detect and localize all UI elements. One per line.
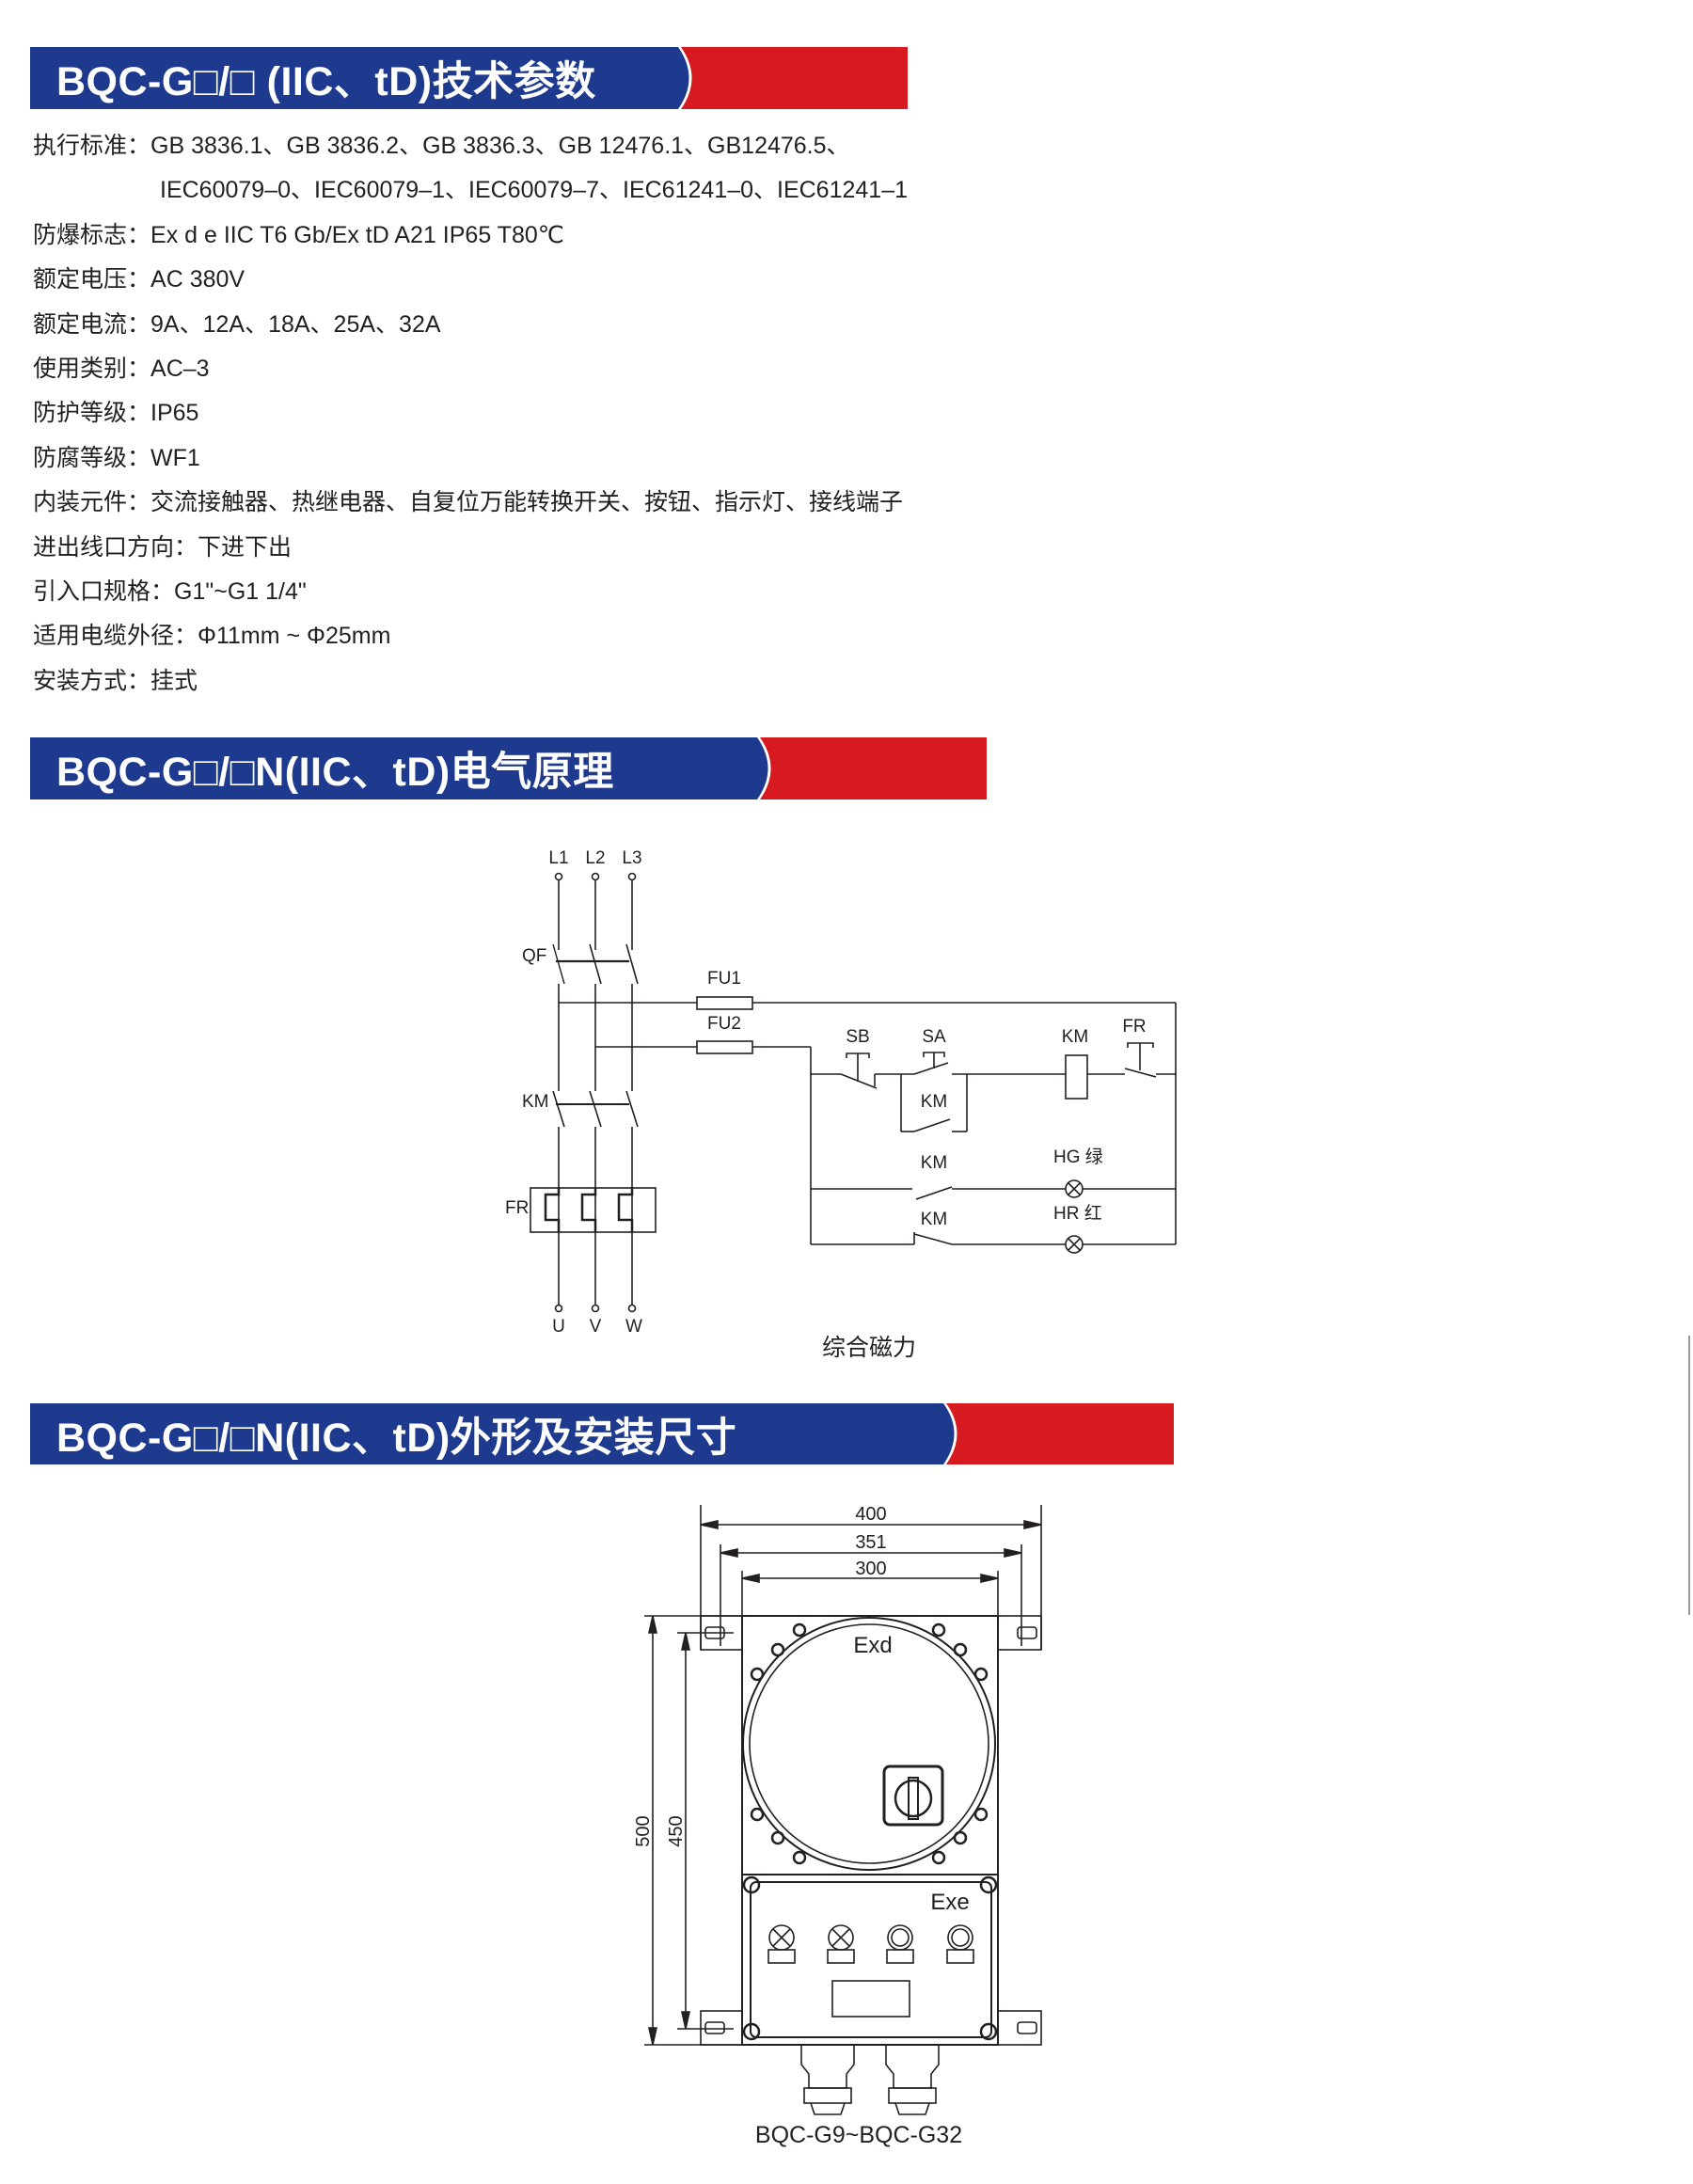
label-fr-contact: FR [1122, 1017, 1146, 1037]
spec-row: 执行标准：GB 3836.1、GB 3836.2、GB 3836.3、GB 12… [33, 124, 908, 168]
label-hr: HR 红 [1053, 1203, 1102, 1224]
section-title: BQC-G□/□N(IIC、tD)电气原理 [56, 750, 614, 795]
spec-value: 下进下出 [198, 533, 293, 561]
spec-label: 进出线口方向： [33, 533, 198, 561]
spec-value: AC 380V [150, 266, 245, 293]
label-km-coil: KM [1062, 1027, 1089, 1047]
label-exe: Exe [930, 1890, 969, 1915]
spec-value: IP65 [150, 400, 199, 427]
spec-list: 执行标准：GB 3836.1、GB 3836.2、GB 3836.3、GB 12… [33, 124, 908, 704]
dim-width-mount: 351 [855, 1532, 886, 1553]
spec-row: 防腐等级：WF1 [33, 436, 908, 481]
label-fu1: FU1 [707, 969, 741, 989]
spec-label: 额定电流： [33, 310, 151, 338]
dim-height-mount: 450 [666, 1815, 687, 1846]
header-banner [30, 1403, 1174, 1464]
spec-value: Φ11mm ~ Φ25mm [198, 623, 391, 650]
enclosure-drawing [644, 1505, 1042, 2115]
label-km: KM [522, 1092, 549, 1112]
spec-label: 执行标准： [33, 133, 151, 159]
spec-value: AC–3 [150, 356, 210, 383]
page-edge-line [1688, 1336, 1690, 1615]
spec-label: 防爆标志： [33, 221, 151, 248]
spec-label: 使用类别： [33, 356, 151, 383]
spec-value: GB 3836.1、GB 3836.2、GB 3836.3、GB 12476.1… [150, 133, 850, 159]
spec-row: 防护等级：IP65 [33, 391, 908, 435]
section-header-schematic: BQC-G□/□N(IIC、tD)电气原理 [30, 737, 987, 799]
section-title: BQC-G□/□ (IIC、tD)技术参数 [56, 59, 596, 104]
spec-row: 防爆标志：Ex d e IIC T6 Gb/Ex tD A21 IP65 T80… [33, 214, 908, 258]
label-sa: SA [922, 1027, 946, 1047]
header-banner [30, 47, 908, 109]
spec-value: Ex d e IIC T6 Gb/Ex tD A21 IP65 T80℃ [150, 221, 564, 248]
label-l2: L2 [585, 848, 605, 868]
section-title: BQC-G□/□N(IIC、tD)外形及安装尺寸 [56, 1415, 737, 1461]
spec-value: 9A、12A、18A、25A、32A [150, 310, 441, 338]
spec-label: 适用电缆外径： [33, 623, 198, 650]
schematic-caption: 综合磁力 [822, 1335, 916, 1361]
label-qf: QF [522, 946, 546, 966]
spec-label: 防腐等级： [33, 444, 151, 471]
spec-row: 引入口规格：G1"~G1 1/4" [33, 570, 908, 614]
dimensions-caption: BQC-G9~BQC-G32 [755, 2122, 962, 2148]
spec-label: 防护等级： [33, 400, 151, 427]
section-header-specs: BQC-G□/□ (IIC、tD)技术参数 [30, 47, 908, 109]
label-fu2: FU2 [707, 1014, 741, 1034]
label-l1: L1 [548, 848, 568, 868]
label-hg: HG 绿 [1053, 1147, 1103, 1167]
spec-label: 额定电压： [33, 266, 151, 293]
spec-label: 安装方式： [33, 667, 151, 694]
label-km-hr: KM [921, 1210, 948, 1229]
label-km-aux: KM [921, 1092, 948, 1112]
spec-label: 内装元件： [33, 489, 151, 516]
spec-row: 内装元件：交流接触器、热继电器、自复位万能转换开关、按钮、指示灯、接线端子 [33, 481, 908, 525]
label-l3: L3 [622, 848, 641, 868]
section-header-dimensions: BQC-G□/□N(IIC、tD)外形及安装尺寸 [30, 1403, 1174, 1464]
spec-row: 额定电流：9A、12A、18A、25A、32A [33, 303, 908, 347]
label-w: W [625, 1317, 642, 1337]
spec-row: 额定电压：AC 380V [33, 258, 908, 302]
dim-height-outer: 500 [633, 1815, 654, 1846]
spec-row: 使用类别：AC–3 [33, 347, 908, 391]
label-v: V [590, 1317, 602, 1337]
spec-value: G1"~G1 1/4" [174, 578, 307, 606]
label-fr: FR [505, 1198, 529, 1218]
spec-value-continued: IEC60079–0、IEC60079–1、IEC60079–7、IEC6124… [160, 177, 909, 204]
spec-row: 安装方式：挂式 [33, 659, 908, 704]
label-u: U [552, 1317, 565, 1337]
label-sb: SB [846, 1027, 869, 1047]
spec-value: WF1 [150, 444, 200, 471]
spec-label: 引入口规格： [33, 578, 175, 606]
spec-value: 挂式 [150, 667, 198, 694]
label-km-hg: KM [921, 1153, 948, 1173]
spec-value: 交流接触器、热继电器、自复位万能转换开关、按钮、指示灯、接线端子 [150, 489, 904, 516]
dim-width-body: 300 [855, 1559, 886, 1579]
dim-width-outer: 400 [855, 1504, 886, 1525]
spec-row: 适用电缆外径：Φ11mm ~ Φ25mm [33, 614, 908, 658]
header-banner [30, 737, 987, 799]
label-exd: Exd [853, 1633, 892, 1658]
spec-row: 进出线口方向：下进下出 [33, 526, 908, 570]
